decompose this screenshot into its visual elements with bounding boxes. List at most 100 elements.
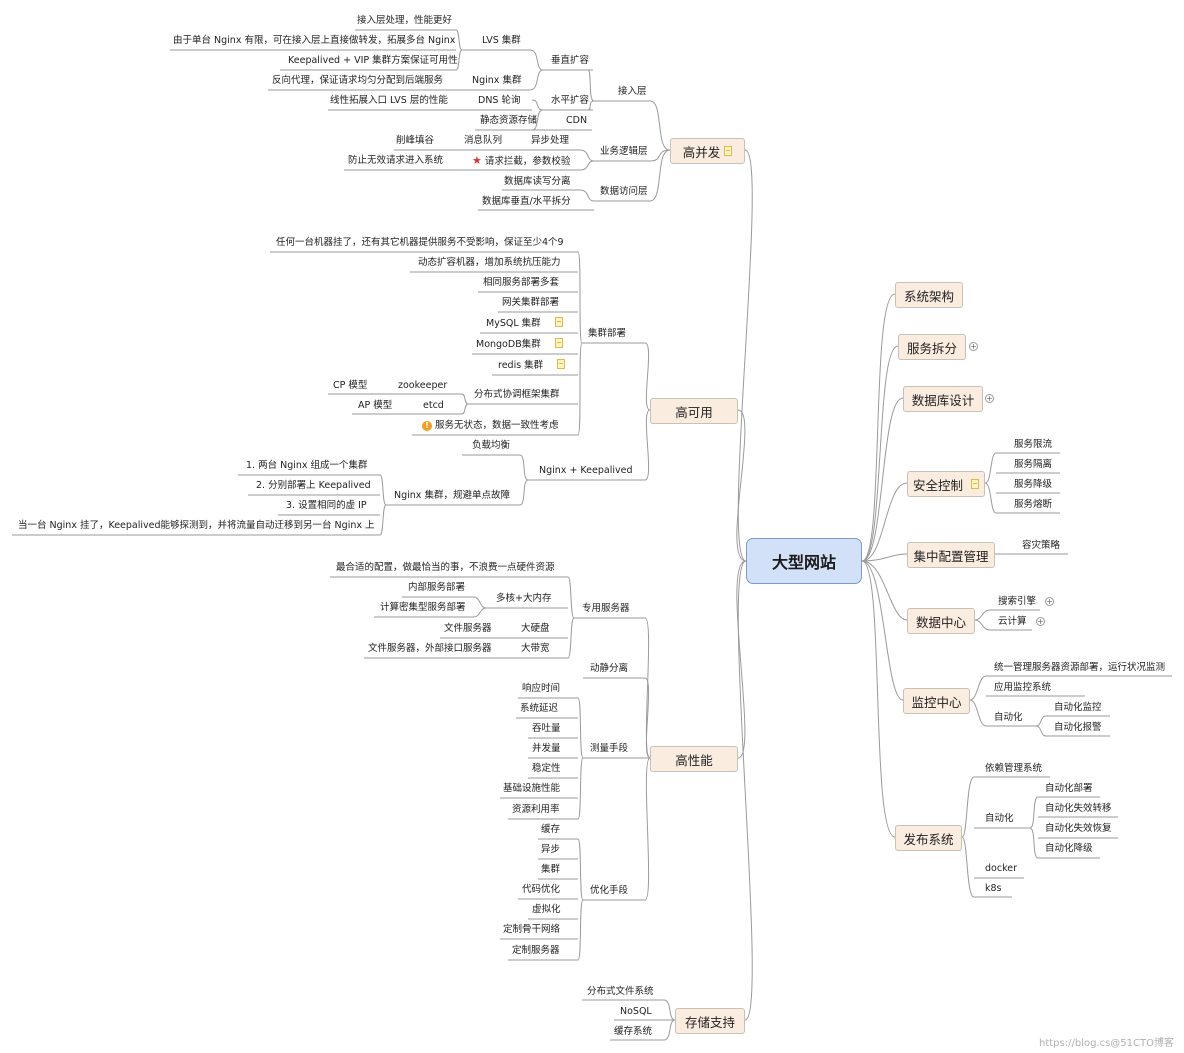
access-layer[interactable]: 接入层 <box>618 86 647 97</box>
intercept-detail[interactable]: 防止无效请求进入系统 <box>348 155 444 166</box>
ha-item-3[interactable]: 相同服务部署多套 <box>483 277 560 288</box>
note-icon[interactable] <box>557 359 566 369</box>
branch-security[interactable]: 安全控制 <box>907 471 985 497</box>
branch-monitoring[interactable]: 监控中心 <box>903 688 970 714</box>
expand-icon[interactable]: + <box>969 342 978 351</box>
branch-system-architecture[interactable]: 系统架构 <box>895 282 963 308</box>
branch-storage[interactable]: 存储支持 <box>675 1008 745 1034</box>
file-server[interactable]: 文件服务器 <box>444 623 492 634</box>
ap-model[interactable]: AP 模型 <box>358 400 393 411</box>
measure-item[interactable]: 稳定性 <box>532 763 561 774</box>
release-auto-item[interactable]: 自动化失效恢复 <box>1045 823 1112 834</box>
expand-icon[interactable]: + <box>1045 597 1054 606</box>
release-item[interactable]: 依赖管理系统 <box>985 763 1043 774</box>
note-icon[interactable] <box>971 479 979 489</box>
cdn-detail[interactable]: 静态资源存储 <box>480 115 538 126</box>
nginx-step-2[interactable]: 2. 分别部署上 Keepalived <box>256 480 371 491</box>
etcd[interactable]: etcd <box>423 400 444 411</box>
release-auto-item[interactable]: 自动化降级 <box>1045 843 1093 854</box>
cluster-deploy[interactable]: 集群部署 <box>588 328 627 339</box>
compute-service[interactable]: 计算密集型服务部署 <box>380 602 466 613</box>
dns-detail[interactable]: 线性拓展入口 LVS 层的性能 <box>330 95 448 106</box>
root-node[interactable]: 大型网站 <box>746 538 862 584</box>
note-icon[interactable] <box>554 338 563 348</box>
branch-high-concurrency[interactable]: 高并发 <box>670 138 745 164</box>
lvs-detail-3[interactable]: Keepalived + VIP 集群方案保证可用性 <box>288 55 458 66</box>
cdn[interactable]: CDN <box>566 115 588 126</box>
ha-item-4[interactable]: 网关集群部署 <box>502 297 560 308</box>
lvs-cluster[interactable]: LVS 集群 <box>482 35 521 46</box>
optimize-item[interactable]: 虚拟化 <box>532 904 561 915</box>
note-icon[interactable] <box>554 317 563 327</box>
nginx-cluster[interactable]: Nginx 集群 <box>472 75 522 86</box>
internal-service[interactable]: 内部服务部署 <box>408 582 466 593</box>
peak-shaving[interactable]: 削峰填谷 <box>396 135 435 146</box>
static-dynamic-separation[interactable]: 动静分离 <box>590 663 629 674</box>
branch-release[interactable]: 发布系统 <box>895 825 962 851</box>
note-icon[interactable] <box>724 146 733 156</box>
dedicated-server[interactable]: 专用服务器 <box>582 603 630 614</box>
security-item[interactable]: 服务限流 <box>1014 439 1053 450</box>
storage-item[interactable]: 缓存系统 <box>614 1026 653 1037</box>
data-access-layer[interactable]: 数据访问层 <box>600 186 648 197</box>
branch-high-availability[interactable]: 高可用 <box>650 398 738 424</box>
measure-item[interactable]: 吞吐量 <box>532 723 561 734</box>
measure-item[interactable]: 并发量 <box>532 743 561 754</box>
bandwidth-detail[interactable]: 文件服务器，外部接口服务器 <box>368 643 492 654</box>
monitor-item[interactable]: 统一管理服务器资源部署，运行状况监测 <box>994 662 1166 673</box>
optimize-item[interactable]: 定制服务器 <box>512 945 560 956</box>
business-layer[interactable]: 业务逻辑层 <box>600 146 648 157</box>
horizontal-scale[interactable]: 水平扩容 <box>551 95 590 106</box>
measure-item[interactable]: 资源利用率 <box>512 804 560 815</box>
security-item[interactable]: 服务降级 <box>1014 479 1053 490</box>
async-processing[interactable]: 异步处理 <box>531 135 570 146</box>
measurement[interactable]: 测量手段 <box>590 743 629 754</box>
expand-icon[interactable]: + <box>1036 617 1045 626</box>
optimize-item[interactable]: 代码优化 <box>522 884 561 895</box>
ha-redis[interactable]: redis 集群 <box>498 359 566 372</box>
release-auto-item[interactable]: 自动化失效转移 <box>1045 803 1112 814</box>
branch-data-center[interactable]: 数据中心 <box>907 608 975 634</box>
cp-model[interactable]: CP 模型 <box>333 380 368 391</box>
search-engine[interactable]: 搜索引擎 <box>998 596 1037 607</box>
cloud-computing[interactable]: 云计算 <box>998 616 1027 627</box>
release-item[interactable]: docker <box>985 863 1017 874</box>
zookeeper[interactable]: zookeeper <box>398 380 448 391</box>
monitor-auto-item[interactable]: 自动化报警 <box>1054 722 1102 733</box>
storage-item[interactable]: 分布式文件系统 <box>587 986 654 997</box>
nginx-step-1[interactable]: 1. 两台 Nginx 组成一个集群 <box>246 460 368 471</box>
measure-item[interactable]: 基础设施性能 <box>503 783 561 794</box>
release-auto-item[interactable]: 自动化部署 <box>1045 783 1093 794</box>
nginx-step-3[interactable]: 3. 设置相同的虚 IP <box>286 500 367 511</box>
nginx-step-4[interactable]: 当一台 Nginx 挂了，Keepalived能够探测到，并将流量自动迁移到另一… <box>18 520 375 531</box>
optimize-item[interactable]: 集群 <box>541 864 561 875</box>
measure-item[interactable]: 系统延迟 <box>520 703 559 714</box>
multicore-memory[interactable]: 多核+大内存 <box>496 593 552 604</box>
dedicated-detail[interactable]: 最合适的配置，做最恰当的事，不浪费一点硬件资源 <box>336 562 555 573</box>
branch-database-design[interactable]: 数据库设计 <box>903 386 983 412</box>
release-automation[interactable]: 自动化 <box>985 813 1014 824</box>
vertical-scale[interactable]: 垂直扩容 <box>551 55 590 66</box>
nginx-detail[interactable]: 反向代理，保证请求均匀分配到后端服务 <box>272 75 444 86</box>
monitor-item[interactable]: 应用监控系统 <box>994 682 1052 693</box>
disaster-recovery[interactable]: 容灾策略 <box>1022 540 1061 551</box>
large-disk[interactable]: 大硬盘 <box>521 623 550 634</box>
nginx-keepalived[interactable]: Nginx + Keepalived <box>539 465 633 476</box>
ha-coordination[interactable]: 分布式协调框架集群 <box>474 389 560 400</box>
ha-mongodb[interactable]: MongoDB集群 <box>476 338 563 351</box>
dns-roundrobin[interactable]: DNS 轮询 <box>478 95 521 106</box>
lvs-detail-1[interactable]: 接入层处理，性能更好 <box>357 15 453 26</box>
branch-high-performance[interactable]: 高性能 <box>650 746 738 772</box>
optimize-item[interactable]: 定制骨干网络 <box>503 924 561 935</box>
lvs-detail-2[interactable]: 由于单台 Nginx 有限，可在接入层上直接做转发，拓展多台 Nginx <box>173 35 456 46</box>
message-queue[interactable]: 消息队列 <box>464 135 503 146</box>
large-bandwidth[interactable]: 大带宽 <box>521 643 550 654</box>
optimization[interactable]: 优化手段 <box>590 885 629 896</box>
db-rw-split[interactable]: 数据库读写分离 <box>504 176 571 187</box>
security-item[interactable]: 服务熔断 <box>1014 499 1053 510</box>
branch-service-split[interactable]: 服务拆分 <box>898 334 966 360</box>
load-balance[interactable]: 负载均衡 <box>472 440 511 451</box>
monitor-automation[interactable]: 自动化 <box>994 712 1023 723</box>
ha-item-1[interactable]: 任何一台机器挂了，还有其它机器提供服务不受影响，保证至少4个9 <box>276 237 564 248</box>
ha-item-2[interactable]: 动态扩容机器，增加系统抗压能力 <box>418 257 561 268</box>
